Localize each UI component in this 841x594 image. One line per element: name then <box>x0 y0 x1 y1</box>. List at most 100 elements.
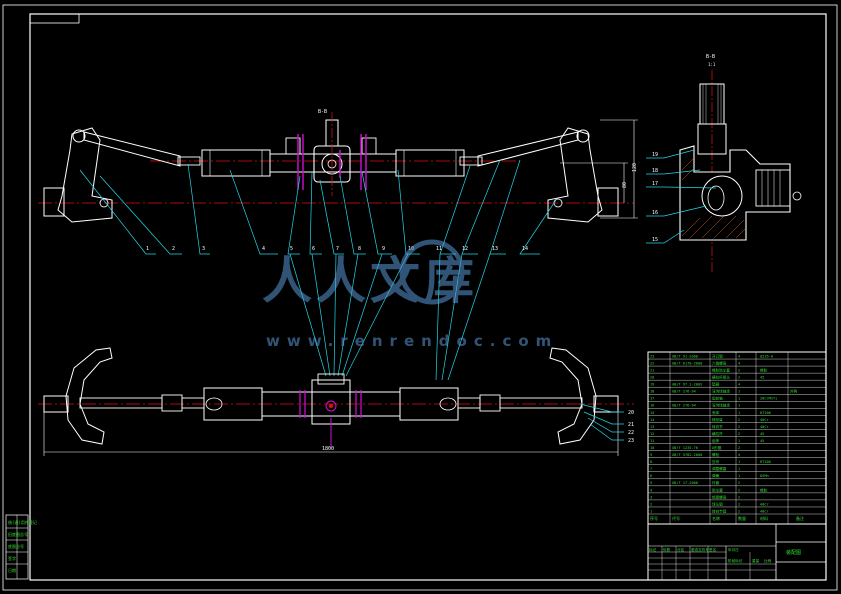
title-block: 标记 处数 分区 更改文件号 签名 年月日 阶段标记 重量 比例 装配图 <box>647 523 827 581</box>
bom-cell: 2 <box>738 369 740 373</box>
bom-cell: 14 <box>650 418 654 422</box>
bom-cell: 10 <box>650 446 654 450</box>
bom-cell: 2 <box>738 495 740 499</box>
bom-cell: 1 <box>738 390 740 394</box>
bom-cell: GB/T 1235-76 <box>672 446 698 450</box>
right-knuckle-plan <box>549 347 597 445</box>
bom-cell: 橡胶防尘套 <box>712 368 730 373</box>
balloon-numbers-top: 1 2 3 4 5 6 7 8 9 10 11 12 13 14 <box>146 246 528 252</box>
corner-code-box <box>29 13 80 24</box>
bom-cell: 19 <box>650 383 654 387</box>
section-scale: 1:1 <box>708 62 716 67</box>
bom-cell: 4 <box>738 383 740 387</box>
bom-cell: 6 <box>650 474 652 478</box>
bom-header-no: 序号 <box>650 515 658 521</box>
tb-label-mark: 标记 <box>649 547 657 552</box>
balloon-4: 4 <box>262 246 265 252</box>
bom-header: 序号 代号 名称 数量 材料 备注 <box>650 515 804 521</box>
bom-cell: 4 <box>650 488 652 492</box>
bom-cell: 23 <box>650 354 654 358</box>
bom-cell: 梯形臂 <box>712 417 723 422</box>
bom-cell: 转向节 <box>712 424 723 429</box>
tb-label-zone: 分区 <box>677 547 685 552</box>
balloon-5: 5 <box>290 246 293 252</box>
bom-cell: 外购 <box>790 389 798 394</box>
dim-80: 80 <box>622 182 628 188</box>
bom-cell: 橡胶 <box>760 487 768 492</box>
bottom-plan-view <box>38 347 634 446</box>
bom-header-code: 代号 <box>672 515 680 521</box>
bom-cell: 螺栓 <box>712 452 720 457</box>
balloon-11: 11 <box>436 246 442 252</box>
bom-cell: 1 <box>650 509 652 513</box>
left-tie-arm <box>83 131 181 167</box>
bom-cell: 橡胶 <box>760 368 768 373</box>
bom-cell: 7 <box>650 467 652 471</box>
side-label-5: 日期 <box>8 567 16 573</box>
bom-cell: 3 <box>650 495 652 499</box>
balloon-1: 1 <box>146 246 149 252</box>
bom-cell: 13 <box>650 425 654 429</box>
tb-label-scale: 比例 <box>764 558 772 563</box>
balloon-20: 20 <box>628 410 634 416</box>
bom-cell: O形圈 <box>712 445 722 450</box>
bom-cell: 15 <box>650 411 654 415</box>
bom-cell: 1 <box>738 439 740 443</box>
bom-cell: HT200 <box>760 460 771 464</box>
bom-cell: 1 <box>738 411 740 415</box>
bom-cell: 齿轮轴 <box>712 396 723 401</box>
bom-cell: GB/T 5782-2000 <box>672 453 702 457</box>
bom-cell: 1 <box>738 404 740 408</box>
bom-cell: 深沟球轴承 <box>712 403 730 408</box>
balloon-21: 21 <box>628 422 634 428</box>
bom-cell: 2 <box>738 481 740 485</box>
left-mount-bracket <box>285 137 301 155</box>
bottom-leaders <box>579 403 624 441</box>
bom-cell: 12 <box>650 432 654 436</box>
section-adjuster <box>755 169 791 207</box>
bom-cell: GB/T 91-2000 <box>672 354 698 358</box>
balloon-15: 15 <box>652 237 658 243</box>
bom-cell: 2 <box>738 376 740 380</box>
bom-cell: HT200 <box>760 411 771 415</box>
bom-header-name: 名称 <box>712 515 720 521</box>
balloon-18: 18 <box>652 168 658 174</box>
bom-cell: 40Cr <box>760 425 769 429</box>
bom-cell: 深沟球轴承 <box>712 389 730 394</box>
bom-cell: 2 <box>738 418 740 422</box>
bom-cell: 18 <box>650 390 654 394</box>
balloon-2: 2 <box>172 246 175 252</box>
right-tie-arm <box>477 131 579 167</box>
bom-cell: 40Cr <box>760 418 769 422</box>
bom-cell: 45 <box>760 439 764 443</box>
bom-cell: 壳体 <box>712 410 720 415</box>
inner-frame <box>29 13 827 581</box>
side-label-1: 借(通)用件登记 <box>8 519 37 525</box>
balloon-6: 6 <box>312 246 315 252</box>
dim-120: 120 <box>632 163 638 172</box>
balloon-22: 22 <box>628 430 634 436</box>
watermark-url: www.renrendoc.com <box>266 332 558 350</box>
balloon-14: 14 <box>522 246 528 252</box>
bom-cell: 1 <box>738 474 740 478</box>
right-mount-bracket <box>361 137 377 155</box>
balloon-9: 9 <box>382 246 385 252</box>
bom-cell: 垫圈 <box>712 382 720 387</box>
bom-cell: 2 <box>738 509 740 513</box>
top-view-dimensions <box>560 119 638 219</box>
right-dust-boot <box>395 149 465 177</box>
bom-cell: 9 <box>650 453 652 457</box>
drawing-title: 装配图 <box>786 549 801 556</box>
bom-cell: 65Mn <box>760 474 769 478</box>
top-leaders <box>79 159 557 381</box>
bom-cell: GB/T 6170-2000 <box>672 361 702 365</box>
bom-cell: 六角螺母 <box>712 360 727 365</box>
balloon-numbers-bottom: 20 21 22 23 <box>628 410 634 444</box>
tb-label-date: 年月日 <box>728 547 739 552</box>
bom-cell: 弹簧 <box>712 473 720 478</box>
section-hatching <box>681 157 747 239</box>
bom-cell: 40Cr <box>760 509 769 513</box>
bom-cell: 防尘罩 <box>712 487 723 492</box>
